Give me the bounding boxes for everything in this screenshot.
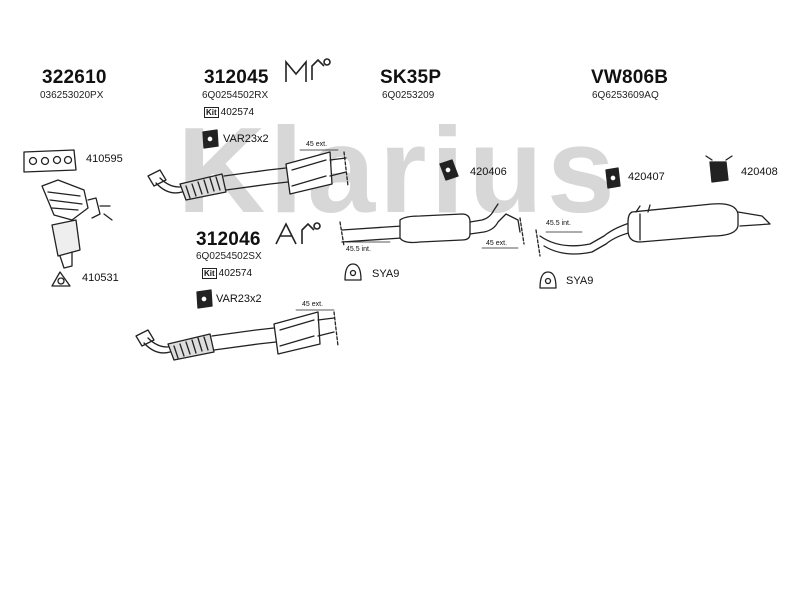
fitting-code: 420408 <box>741 166 778 178</box>
measurement-label: 45.5 int. <box>546 220 571 227</box>
ai-logo-icon <box>275 222 321 245</box>
fitting-code: 420406 <box>470 166 507 178</box>
part-number: SK35P <box>380 67 442 88</box>
fitting-code: 420407 <box>628 171 665 183</box>
gasket-code: VAR23x2 <box>223 133 269 145</box>
measurement-label: 45 ext. <box>302 301 324 308</box>
kit-number: 402574 <box>218 268 253 279</box>
oe-number: 6Q0254502RX <box>202 90 269 101</box>
clamp-sya9-2 <box>539 271 557 289</box>
fitting-code: 410531 <box>82 272 119 284</box>
gasket-icon <box>196 289 213 309</box>
kit-box: Kit <box>204 107 219 118</box>
kit-box: Kit <box>202 268 217 279</box>
fitting-code: SYA9 <box>566 275 594 287</box>
mount-420407 <box>605 167 621 189</box>
manifold-part <box>41 179 113 269</box>
center-silencer <box>339 203 525 247</box>
mi-logo-icon <box>285 58 331 82</box>
clamp-sya9-1 <box>344 263 362 281</box>
gasket-code: VAR23x2 <box>216 293 262 305</box>
mount-420406 <box>439 159 459 181</box>
front-pipe-312046 <box>135 311 339 361</box>
front-pipe-312045 <box>147 151 349 201</box>
kit-label: Kit 402574 <box>204 107 254 118</box>
gasket-icon <box>202 129 219 149</box>
part-number: VW806B <box>591 67 669 88</box>
kit-label: Kit 402574 <box>202 268 252 279</box>
fitting-code: SYA9 <box>372 268 400 280</box>
part-number: 312045 <box>204 67 269 88</box>
part-number: 322610 <box>42 67 107 88</box>
fitting-code: 410595 <box>86 153 123 165</box>
kit-number: 402574 <box>220 107 255 118</box>
oe-number: 6Q0254502SX <box>196 251 262 262</box>
oe-number: 036253020PX <box>40 90 104 101</box>
gasket-part <box>23 149 77 173</box>
part-number: 312046 <box>196 229 261 250</box>
measurement-label: 45 ext. <box>486 240 508 247</box>
oe-number: 6Q6253609AQ <box>592 90 659 101</box>
watermark: Klarius <box>177 102 619 238</box>
oe-number: 6Q0253209 <box>382 90 435 101</box>
measurement-label: 45 ext. <box>306 141 328 148</box>
mount-420408 <box>705 155 733 183</box>
flange-gasket-part <box>51 271 71 287</box>
rear-silencer <box>535 203 771 257</box>
measurement-label: 45.5 int. <box>346 246 371 253</box>
